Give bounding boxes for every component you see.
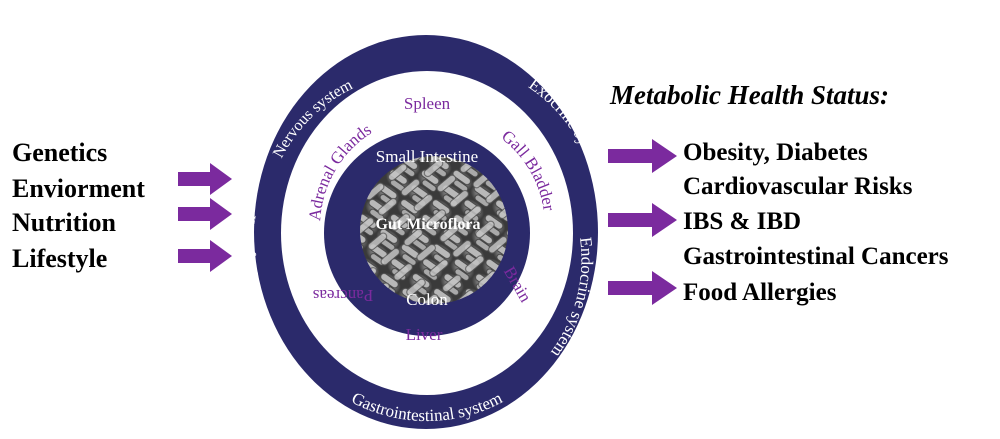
spleen-label: Spleen — [404, 94, 451, 113]
liver-label: Liver — [406, 325, 443, 344]
factor-enviorment: Enviorment — [12, 174, 145, 203]
small-intestine-label: Small Intestine — [376, 147, 478, 166]
outcome-food-allergies: Food Allergies — [683, 279, 837, 306]
arrow-right-icon — [608, 271, 677, 305]
factor-nutrition: Nutrition — [12, 208, 116, 237]
arrow-right-icon — [608, 203, 677, 237]
arrow-right-icon — [608, 139, 677, 173]
input-arrows — [178, 163, 232, 272]
factor-lifestyle: Lifestyle — [12, 244, 108, 273]
output-arrows — [608, 139, 677, 305]
arrow-right-icon — [178, 163, 232, 195]
arrow-right-icon — [178, 198, 232, 230]
pancreas-label: Pancreas — [313, 286, 373, 305]
gut-microflora-label: Gut Microflora — [375, 216, 480, 233]
outcome-gi-cancers: Gastrointestinal Cancers — [683, 243, 949, 270]
arrow-right-icon — [178, 240, 232, 272]
status-title: Metabolic Health Status: — [610, 80, 890, 110]
outcome-obesity-diabetes: Obesity, Diabetes — [683, 139, 868, 166]
colon-label: Colon — [406, 290, 448, 309]
factor-genetics: Genetics — [12, 138, 108, 167]
outcome-ibs-ibd: IBS & IBD — [683, 208, 802, 235]
outcome-cardiovascular: Cardiovascular Risks — [683, 173, 913, 200]
